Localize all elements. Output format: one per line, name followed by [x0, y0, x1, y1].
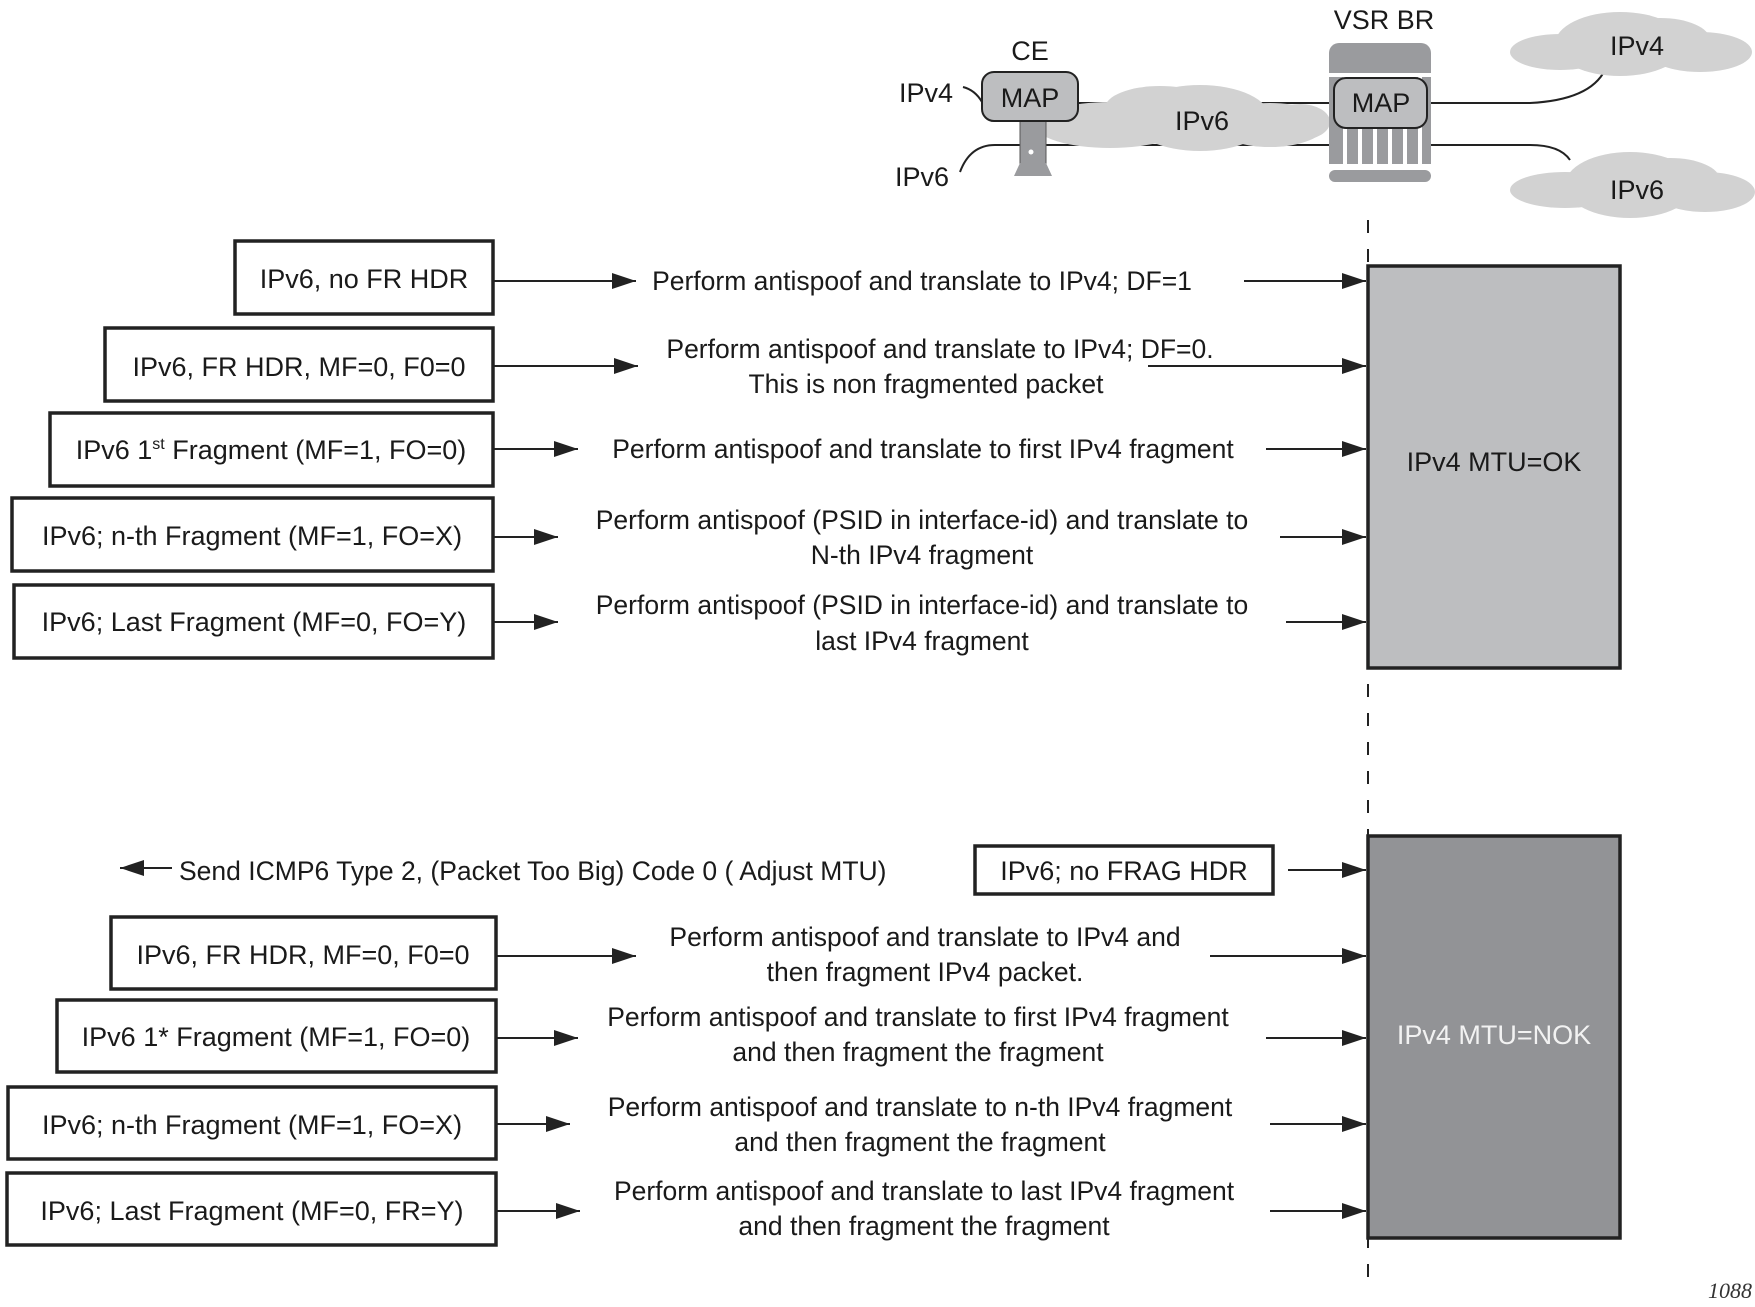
- mtu-nok-label: IPv4 MTU=NOK: [1397, 1020, 1591, 1050]
- ipv6-cloud-label: IPv6: [1610, 175, 1664, 205]
- packet-label: IPv6 1st Fragment (MF=1, FO=0): [76, 435, 467, 465]
- packet-box: [109, 915, 498, 991]
- action-label: then fragment IPv4 packet.: [767, 957, 1084, 987]
- action-label: Perform antispoof and translate to last …: [614, 1176, 1235, 1206]
- br-map-label: MAP: [1352, 88, 1411, 118]
- action-label: and then fragment the fragment: [732, 1037, 1104, 1067]
- topology: IPv6 CE MAP IPv4 IPv6: [895, 5, 1755, 218]
- packet-label: IPv6, FR HDR, MF=0, F0=0: [132, 352, 465, 382]
- packet-box: [48, 411, 495, 488]
- action-label: last IPv4 fragment: [815, 626, 1029, 656]
- ipv4-cloud: [1510, 12, 1752, 76]
- packet-box: [10, 496, 495, 573]
- ce-label: CE: [1011, 36, 1049, 66]
- ce-ipv6-label: IPv6: [895, 162, 949, 192]
- mtu-nok-section: IPv4 MTU=NOK Send ICMP6 Type 2, (Packet …: [5, 834, 1622, 1247]
- ce-ipv6-link: [959, 144, 1340, 173]
- ipv6-cloud: [1510, 152, 1755, 218]
- vsr-br-label: VSR BR: [1334, 5, 1435, 35]
- packet-box: [233, 239, 495, 316]
- figure-number: 1088: [1708, 1278, 1752, 1303]
- core-ipv6-label: IPv6: [1175, 106, 1229, 136]
- action-label: This is non fragmented packet: [749, 369, 1105, 399]
- packet-label: IPv6, no FR HDR: [260, 264, 469, 294]
- br-ipv4-link: [1430, 69, 1606, 104]
- action-label: Perform antispoof (PSID in interface-id)…: [596, 590, 1249, 620]
- action-label: Perform antispoof and translate to first…: [612, 434, 1234, 464]
- vsr-br-router-icon: [1329, 43, 1431, 182]
- action-label: Perform antispoof and translate to n-th …: [608, 1092, 1233, 1122]
- packet-label: IPv6; n-th Fragment (MF=1, FO=X): [42, 521, 462, 551]
- ce-router-icon: [981, 71, 1079, 176]
- ipv4-cloud-label: IPv4: [1610, 31, 1664, 61]
- action-label: and then fragment the fragment: [734, 1127, 1106, 1157]
- action-label: Perform antispoof and translate to IPv4;…: [652, 266, 1192, 296]
- packet-box: [973, 844, 1275, 896]
- core-ipv6-cloud: [1035, 85, 1330, 151]
- ce-ipv4-label: IPv4: [899, 78, 953, 108]
- packet-box: [55, 998, 498, 1074]
- icmp-reply-label: Send ICMP6 Type 2, (Packet Too Big) Code…: [179, 856, 886, 886]
- packet-label: IPv6; Last Fragment (MF=0, FO=Y): [42, 607, 467, 637]
- mtu-nok-target-box: [1366, 834, 1622, 1240]
- mtu-ok-section: IPv4 MTU=OK IPv6, no FR HDR Perform anti…: [10, 239, 1622, 670]
- mtu-ok-label: IPv4 MTU=OK: [1407, 447, 1582, 477]
- ce-map-label: MAP: [1001, 83, 1060, 113]
- packet-box: [5, 1171, 498, 1247]
- action-label: Perform antispoof and translate to IPv4;…: [666, 334, 1213, 364]
- packet-label: IPv6 1* Fragment (MF=1, FO=0): [82, 1022, 471, 1052]
- packet-label: IPv6, FR HDR, MF=0, F0=0: [136, 940, 469, 970]
- action-label: and then fragment the fragment: [738, 1211, 1110, 1241]
- packet-label: IPv6; no FRAG HDR: [1000, 856, 1248, 886]
- action-label: Perform antispoof (PSID in interface-id)…: [596, 505, 1249, 535]
- action-label: Perform antispoof and translate to first…: [607, 1002, 1229, 1032]
- ce-ipv4-link: [962, 86, 983, 103]
- packet-label: IPv6; n-th Fragment (MF=1, FO=X): [42, 1110, 462, 1140]
- br-ipv6-link: [1430, 144, 1571, 161]
- mtu-ok-target-box: [1366, 264, 1622, 670]
- action-label: N-th IPv4 fragment: [811, 540, 1034, 570]
- packet-label: IPv6; Last Fragment (MF=0, FR=Y): [40, 1196, 463, 1226]
- packet-box: [103, 326, 495, 403]
- action-label: Perform antispoof and translate to IPv4 …: [669, 922, 1180, 952]
